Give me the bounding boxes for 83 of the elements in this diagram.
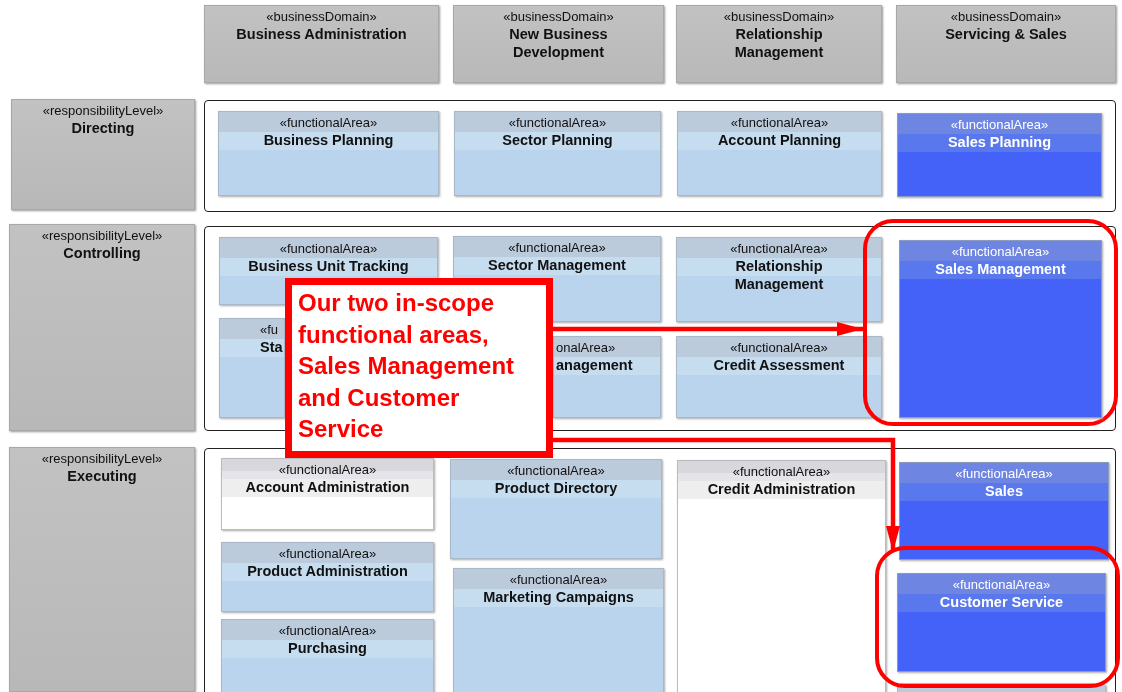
- arrow: [553, 322, 863, 336]
- stereotype-label: «functionalArea»: [950, 243, 1051, 260]
- header-box: [453, 5, 664, 83]
- arrow: [553, 437, 900, 552]
- stereotype-label: «fu: [259, 321, 280, 338]
- stereotype-label: «responsibilityLevel»: [40, 227, 164, 244]
- functional-area-box: [218, 111, 439, 196]
- name-label: Product Directory: [493, 479, 619, 497]
- stereotype-label: «businessDomain»: [949, 8, 1063, 25]
- stereotype-label: «functionalArea»: [731, 463, 832, 480]
- name-label: Business Administration: [235, 25, 408, 43]
- header-box: [896, 5, 1116, 83]
- functional-area-box: [676, 237, 882, 322]
- name-label: Sector Planning: [501, 131, 614, 149]
- functional-area-box: [221, 542, 434, 612]
- stereotype-label: «functionalArea»: [729, 240, 829, 257]
- functional-area-box: [899, 240, 1102, 418]
- highlight-ring: [875, 546, 1120, 688]
- name-label: New Business Development: [508, 25, 609, 61]
- stereotype-label: «functionalArea»: [949, 116, 1050, 133]
- name-label: Executing: [66, 467, 138, 485]
- functional-area-box: [450, 459, 662, 559]
- name-label: Sales Planning: [946, 133, 1053, 151]
- name-label: Credit Assessment: [712, 356, 846, 374]
- functional-area-box: [676, 336, 882, 418]
- functional-area-box: [453, 568, 664, 692]
- callout-text: Our two in-scope functional areas, Sales Management and Customer Service: [298, 288, 516, 444]
- callout-tooltip: [285, 278, 553, 458]
- name-label: Relationship Management: [733, 257, 825, 293]
- stereotype-label: «functionalArea»: [954, 465, 1054, 482]
- header-box: [204, 5, 439, 83]
- name-label: anagement: [555, 356, 634, 374]
- functional-area-box: [897, 573, 1106, 672]
- stereotype-label: «businessDomain»: [722, 8, 836, 25]
- highlight-ring: [863, 219, 1118, 426]
- name-label: Business Unit Tracking: [247, 257, 410, 275]
- name-label: Customer Service: [938, 593, 1065, 611]
- functional-area-box: [454, 111, 661, 196]
- stereotype-label: «responsibilityLevel»: [40, 450, 164, 467]
- stereotype-label: «functionalArea»: [506, 462, 606, 479]
- name-label: Sta: [259, 338, 284, 356]
- stereotype-label: «businessDomain»: [265, 8, 378, 25]
- functional-area-box: [221, 619, 434, 692]
- stereotype-label: «functionalArea»: [277, 545, 378, 562]
- stereotype-label: «functionalArea»: [729, 339, 829, 356]
- name-label: Credit Administration: [706, 480, 857, 498]
- stereotype-label: «functionalArea»: [507, 114, 608, 131]
- functional-area-box: [677, 111, 882, 196]
- name-label: Business Planning: [262, 131, 395, 149]
- row-panel: [204, 100, 1116, 212]
- functional-area-box: [221, 458, 434, 530]
- name-label: Directing: [70, 119, 136, 137]
- stereotype-label: «functionalArea»: [277, 622, 378, 639]
- header-box: [9, 224, 195, 431]
- functional-area-box: [899, 462, 1109, 560]
- name-label: Marketing Campaigns: [482, 588, 635, 606]
- functional-area-box: [553, 336, 661, 418]
- name-label: Controlling: [62, 244, 142, 262]
- name-label: Servicing & Sales: [944, 25, 1068, 43]
- name-label: Sales Management: [934, 260, 1067, 278]
- name-label: Relationship Management: [733, 25, 825, 61]
- stereotype-label: «businessDomain»: [502, 8, 615, 25]
- name-label: Purchasing: [287, 639, 368, 657]
- stereotype-label: «functionalArea»: [729, 114, 830, 131]
- stereotype-label: «functionalArea»: [951, 576, 1052, 593]
- name-label: Product Administration: [246, 562, 409, 580]
- header-box: [9, 447, 195, 692]
- stereotype-label: «responsibilityLevel»: [41, 102, 165, 119]
- functional-area-box: [219, 318, 285, 418]
- name-label: Sales: [984, 482, 1024, 500]
- header-box: [676, 5, 882, 83]
- functional-area-box: [677, 460, 886, 692]
- header-box: [11, 99, 195, 210]
- name-label: Account Planning: [716, 131, 843, 149]
- stereotype-label: «functionalArea»: [278, 240, 379, 257]
- stereotype-label: onalArea»: [555, 339, 617, 356]
- name-label: Account Administration: [244, 478, 411, 496]
- stereotype-label: «functionalArea»: [277, 461, 378, 478]
- stereotype-label: «functionalArea»: [278, 114, 379, 131]
- stereotype-label: «functionalArea»: [507, 239, 607, 256]
- name-label: Sector Management: [487, 256, 627, 274]
- stereotype-label: «functionalArea»: [508, 571, 609, 588]
- functional-area-box: [897, 113, 1102, 197]
